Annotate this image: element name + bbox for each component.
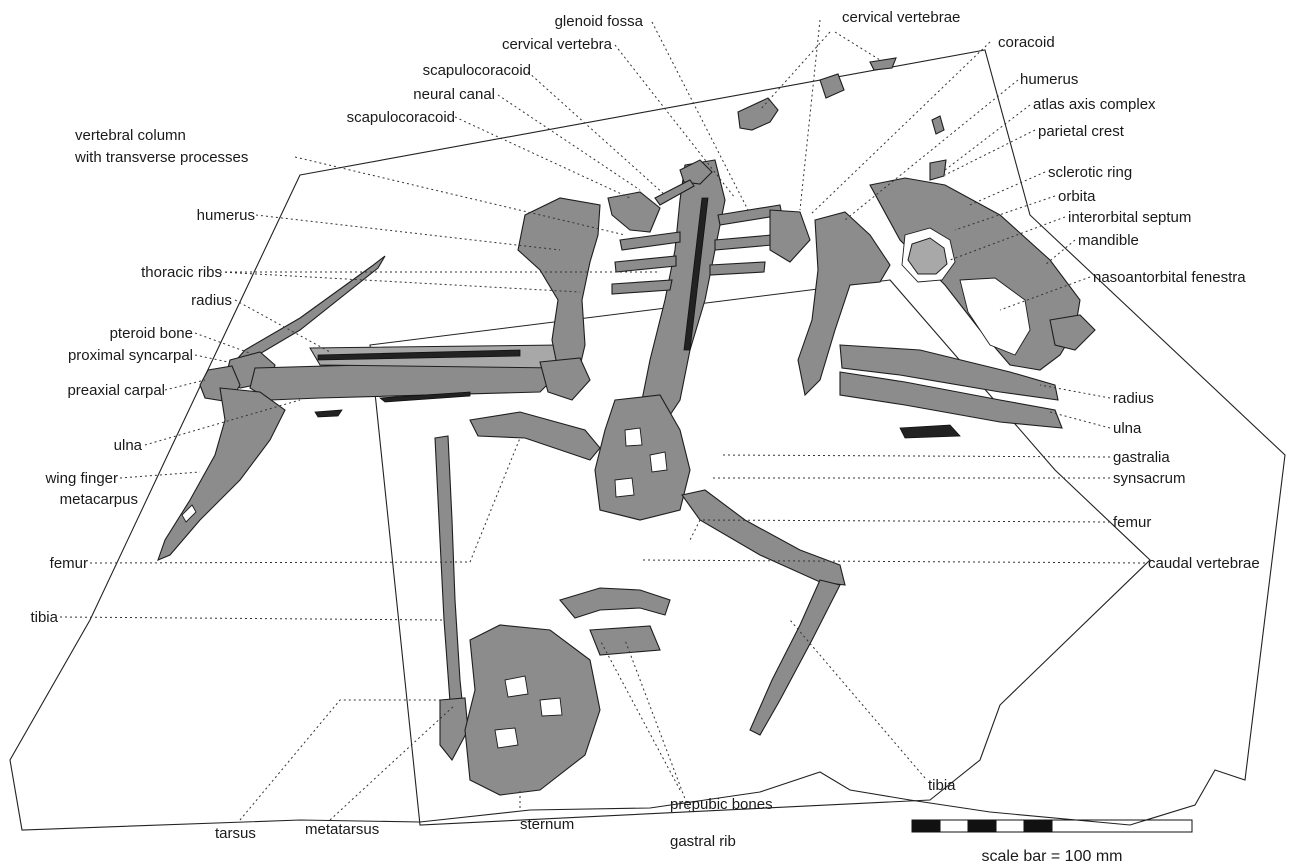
label-prepubic-bones: prepubic bones: [670, 796, 773, 813]
scale-bar-caption: scale bar = 100 mm: [982, 848, 1123, 865]
scale-bar-segments: [912, 820, 1052, 832]
label-wing-finger-2: metacarpus: [60, 491, 138, 508]
label-tibia-right: tibia: [928, 777, 956, 794]
label-pteroid-bone: pteroid bone: [110, 325, 193, 342]
atlas-axis: [930, 160, 946, 180]
label-nasoantorbital: nasoantorbital fenestra: [1093, 269, 1246, 286]
right-hand-fragments: [900, 425, 960, 438]
label-synsacrum: synsacrum: [1113, 470, 1186, 487]
tarsus-metatarsus: [440, 698, 468, 760]
label-neural-canal: neural canal: [413, 86, 495, 103]
scale-bar-segment: [996, 820, 1024, 832]
label-gastralia: gastralia: [1113, 449, 1170, 466]
left-scapulocoracoid: [608, 192, 660, 232]
label-parietal-crest: parietal crest: [1038, 123, 1125, 140]
label-tibia-left: tibia: [30, 609, 58, 626]
synsacrum: [595, 395, 690, 520]
label-scapulocoracoid-upper: scapulocoracoid: [423, 62, 531, 79]
label-interorbital-septum: interorbital septum: [1068, 209, 1191, 226]
right-scapula: [770, 210, 810, 262]
cervical-vertebra-upper-2: [820, 74, 844, 98]
label-sternum: sternum: [520, 816, 574, 833]
label-preaxial-carpal: preaxial carpal: [67, 382, 165, 399]
label-gastral-rib: gastral rib: [670, 833, 736, 850]
sternum-hole-2: [540, 698, 562, 716]
label-cervical-vertebrae: cervical vertebrae: [842, 9, 960, 26]
label-orbita: orbita: [1058, 188, 1096, 205]
label-radius-left: radius: [191, 292, 232, 309]
label-scapulocoracoid-lower: scapulocoracoid: [347, 109, 455, 126]
scale-bar-segment: [1024, 820, 1052, 832]
label-humerus-right: humerus: [1020, 71, 1078, 88]
label-mandible: mandible: [1078, 232, 1139, 249]
left-femur: [470, 412, 600, 460]
cervical-vertebra-upper-1: [738, 98, 778, 130]
label-thoracic-ribs: thoracic ribs: [141, 264, 222, 281]
label-femur-right: femur: [1113, 514, 1151, 531]
synsacrum-hole-3: [615, 478, 634, 497]
wing-finger: [158, 388, 285, 560]
synsacrum-hole-2: [650, 452, 667, 472]
label-ulna-left: ulna: [114, 437, 143, 454]
label-proximal-syncarpal: proximal syncarpal: [68, 347, 193, 364]
label-ulna-right: ulna: [1113, 420, 1142, 437]
label-radius-right: radius: [1113, 390, 1154, 407]
mandible: [1050, 315, 1095, 350]
label-tarsus: tarsus: [215, 825, 256, 842]
label-wing-finger: wing finger: [44, 470, 118, 487]
prepubic-bones: [560, 588, 670, 655]
label-metatarsus: metatarsus: [305, 821, 379, 838]
scale-bar-segment: [940, 820, 968, 832]
scale-bar: scale bar = 100 mm: [912, 820, 1192, 865]
left-fragment: [315, 410, 342, 417]
sternum-hole-1: [505, 676, 528, 697]
left-tibia: [435, 436, 462, 702]
label-glenoid-fossa: glenoid fossa: [555, 13, 644, 30]
label-atlas-axis: atlas axis complex: [1033, 96, 1156, 113]
synsacrum-hole-1: [625, 428, 642, 446]
label-vertebral-column-2: with transverse processes: [74, 149, 248, 166]
label-sclerotic-ring: sclerotic ring: [1048, 164, 1132, 181]
label-cervical-vertebra: cervical vertebra: [502, 36, 613, 53]
scale-bar-segment: [912, 820, 940, 832]
leader-lines: [60, 20, 1145, 820]
label-humerus-left: humerus: [197, 207, 255, 224]
label-vertebral-column: vertebral column: [75, 127, 186, 144]
cervical-vertebra-upper-3: [870, 58, 896, 70]
thoracic-ribs-left: [612, 232, 680, 294]
label-femur-left: femur: [50, 555, 88, 572]
scale-bar-segment: [968, 820, 996, 832]
coracoid-fragment: [932, 116, 944, 134]
label-coracoid: coracoid: [998, 34, 1055, 51]
right-tibia: [750, 580, 840, 735]
left-forearm-proximal: [540, 358, 590, 400]
vertebral-column: [640, 160, 725, 430]
sternum-hole-3: [495, 728, 518, 748]
label-caudal-vertebrae: caudal vertebrae: [1148, 555, 1260, 572]
skull: [870, 178, 1080, 370]
right-femur: [682, 490, 845, 585]
sternum: [465, 625, 600, 795]
